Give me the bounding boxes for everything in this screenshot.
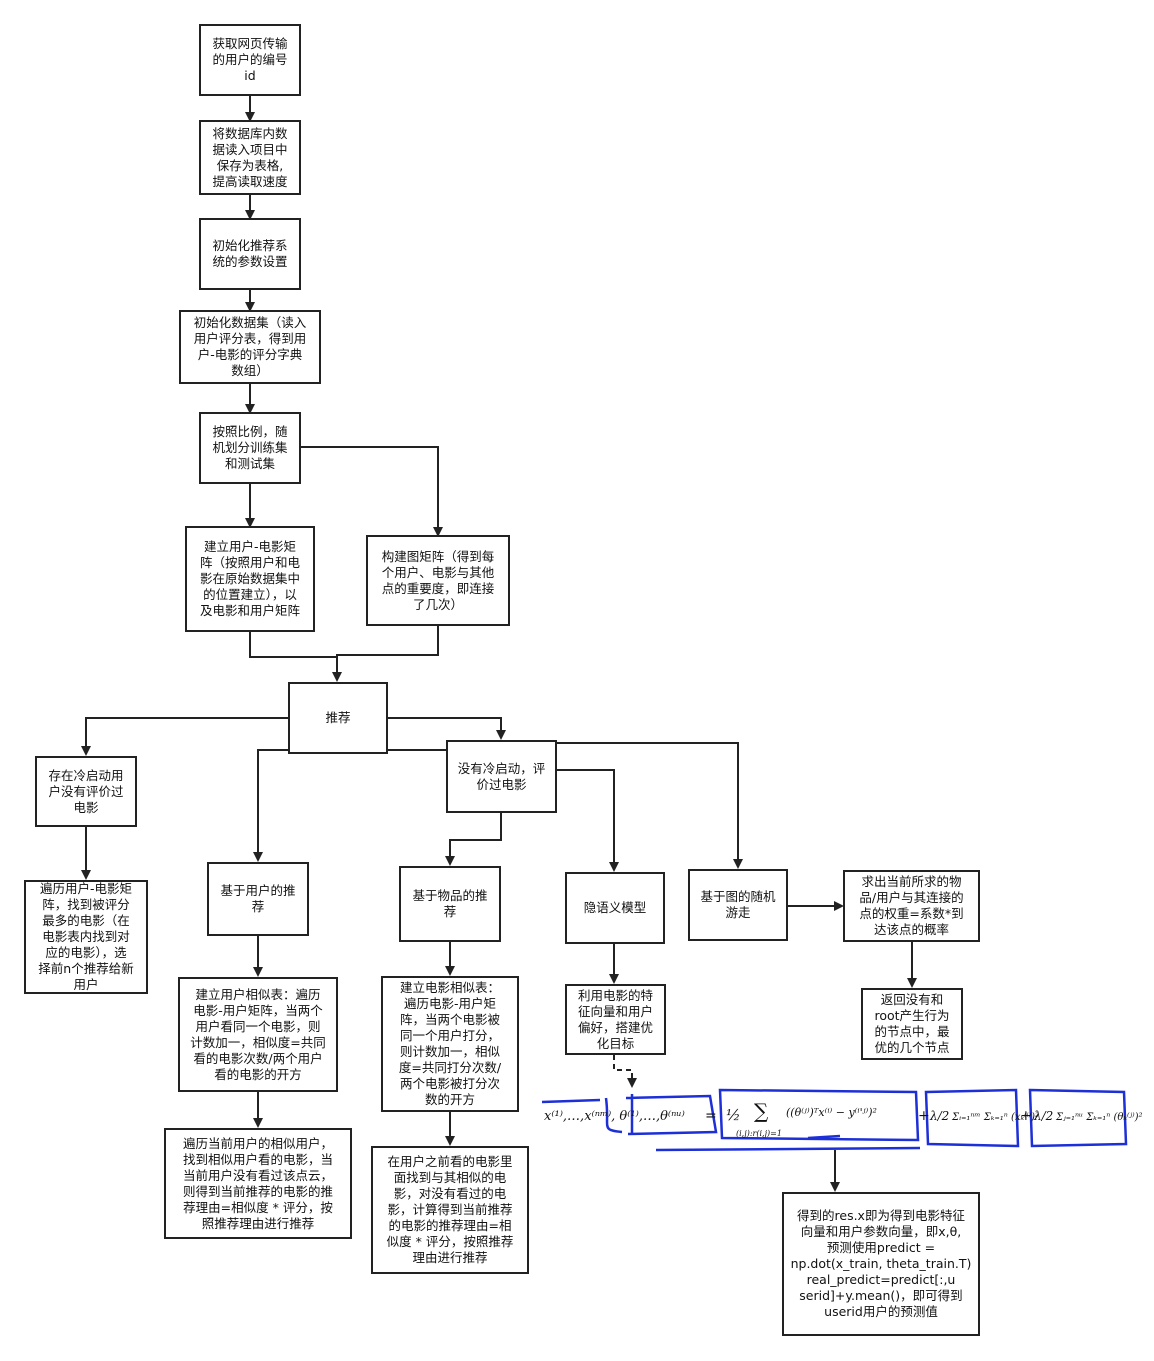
node-prediction-result: 得到的res.x即为得到电影特征 向量和用户参数向量，即x,θ, 预测使用pre…: [782, 1192, 980, 1336]
formula-plus-2: +: [1020, 1108, 1032, 1124]
formula-sum-1: ∑: [754, 1099, 769, 1123]
formula-term1: ((θ⁽ʲ⁾)ᵀx⁽ⁱ⁾ − y⁽ⁱ'ʲ⁾)²: [786, 1106, 877, 1119]
formula-lambda-half-2: λ/2: [1033, 1109, 1053, 1123]
edge-n10-n12: [253, 749, 446, 862]
node-graph-result: 返回没有和 root产生行为 的节点中，最 优的几个节点: [861, 988, 963, 1060]
node-item-based: 基于物品的推 荐: [399, 866, 501, 942]
node-optimization-target: 利用电影的特 征向量和用户 偏好，搭建优 化目标: [565, 984, 666, 1055]
formula-svg: x⁽¹⁾,…,x⁽ⁿᵐ⁾, θ⁽¹⁾,…,θ⁽ⁿᵘ⁾ = ½ ∑ (i,j):r…: [541, 1088, 1143, 1152]
node-graph-weight: 求出当前所求的物 品/用户与其连接的 点的权重=系数*到 达该点的概率: [843, 870, 980, 942]
formula-lambda-half-1: λ/2: [929, 1109, 949, 1123]
formula-equals: =: [705, 1108, 717, 1124]
cost-function-formula: x⁽¹⁾,…,x⁽ⁿᵐ⁾, θ⁽¹⁾,…,θ⁽ⁿᵘ⁾ = ½ ∑ (i,j):r…: [540, 1088, 1143, 1152]
node-user-similarity-table: 建立用户相似表：遍历 电影-用户矩阵，当两个 用户看同一个电影，则 计数加一，相…: [178, 977, 338, 1092]
formula-sum1-sub: (i,j):r(i,j)=1: [736, 1129, 782, 1138]
edge-n19-formula: [613, 1055, 637, 1088]
formula-args: x⁽¹⁾,…,x⁽ⁿᵐ⁾, θ⁽¹⁾,…,θ⁽ⁿᵘ⁾: [544, 1109, 685, 1124]
formula-plus-1: +: [918, 1108, 930, 1124]
formula-highlight-term3: [1028, 1088, 1128, 1148]
edge-n7-n8: [332, 626, 439, 682]
node-latent-factor-model: 隐语义模型: [565, 872, 665, 944]
node-cold-start: 存在冷启动用 户没有评价过 电影: [35, 756, 137, 827]
node-item-based-result: 在用户之前看的电影里 面找到与其相似的电 影，对没有看过的电 影，计算得到当前推…: [371, 1146, 529, 1274]
edge-n8-n10: [388, 717, 506, 740]
formula-term2: Σᵢ₌₁ⁿᵐ Σₖ₌₁ⁿ (xₖ⁽ⁱ⁾)²: [951, 1112, 1039, 1123]
node-init-params: 初始化推荐系 统的参数设置: [199, 218, 301, 290]
node-user-based: 基于用户的推 荐: [207, 862, 309, 936]
node-graph-random-walk: 基于图的随机 游走: [688, 869, 788, 941]
formula-highlight-term2: [924, 1088, 1020, 1148]
node-movie-similarity-table: 建立电影相似表： 遍历电影-用户矩 阵，当两个电影被 同一个用户打分， 则计数加…: [381, 976, 519, 1112]
node-cold-start-result: 遍历用户-电影矩 阵，找到被评分 最多的电影（在 电影表内找到对 应的电影），选…: [24, 880, 148, 994]
node-build-user-movie-matrix: 建立用户-电影矩 阵（按照用户和电 影在原始数据集中 的位置建立），以 及电影和…: [185, 526, 315, 632]
node-init-dataset: 初始化数据集（读入 用户评分表，得到用 户-电影的评分字典 数组）: [179, 310, 321, 384]
node-recommend: 推荐: [288, 682, 388, 754]
node-get-user-id: 获取网页传输 的用户的编号 id: [199, 24, 301, 96]
edge-n5-n7: [299, 446, 443, 537]
node-load-database: 将数据库内数 据读入项目中 保存为表格, 提高读取速度: [199, 120, 301, 195]
formula-term3: Σⱼ₌₁ⁿᵘ Σₖ₌₁ⁿ (θₖ⁽ʲ⁾)²: [1055, 1112, 1143, 1123]
edge-n10-n13: [445, 813, 502, 866]
node-user-based-result: 遍历当前用户的相似用户， 找到相似用户看的电影，当 当前用户没有看过该点云， 则…: [164, 1128, 352, 1239]
node-build-graph-matrix: 构建图矩阵（得到每 个用户、电影与其他 点的重要度，即连接 了几次）: [366, 535, 510, 626]
edge-n10-n14: [557, 769, 619, 872]
edge-n10-n15: [557, 742, 743, 869]
edge-n8-n9: [81, 717, 289, 756]
node-no-cold-start: 没有冷启动，评 价过电影: [446, 740, 557, 813]
edge-n6-n8: [249, 632, 337, 658]
formula-highlight-args: [541, 1094, 718, 1136]
formula-highlight-underline: [655, 1134, 921, 1152]
node-split-train-test: 按照比例，随 机划分训练集 和测试集: [199, 412, 301, 484]
formula-half: ½: [726, 1106, 741, 1124]
formula-highlight-term1: [718, 1088, 920, 1142]
